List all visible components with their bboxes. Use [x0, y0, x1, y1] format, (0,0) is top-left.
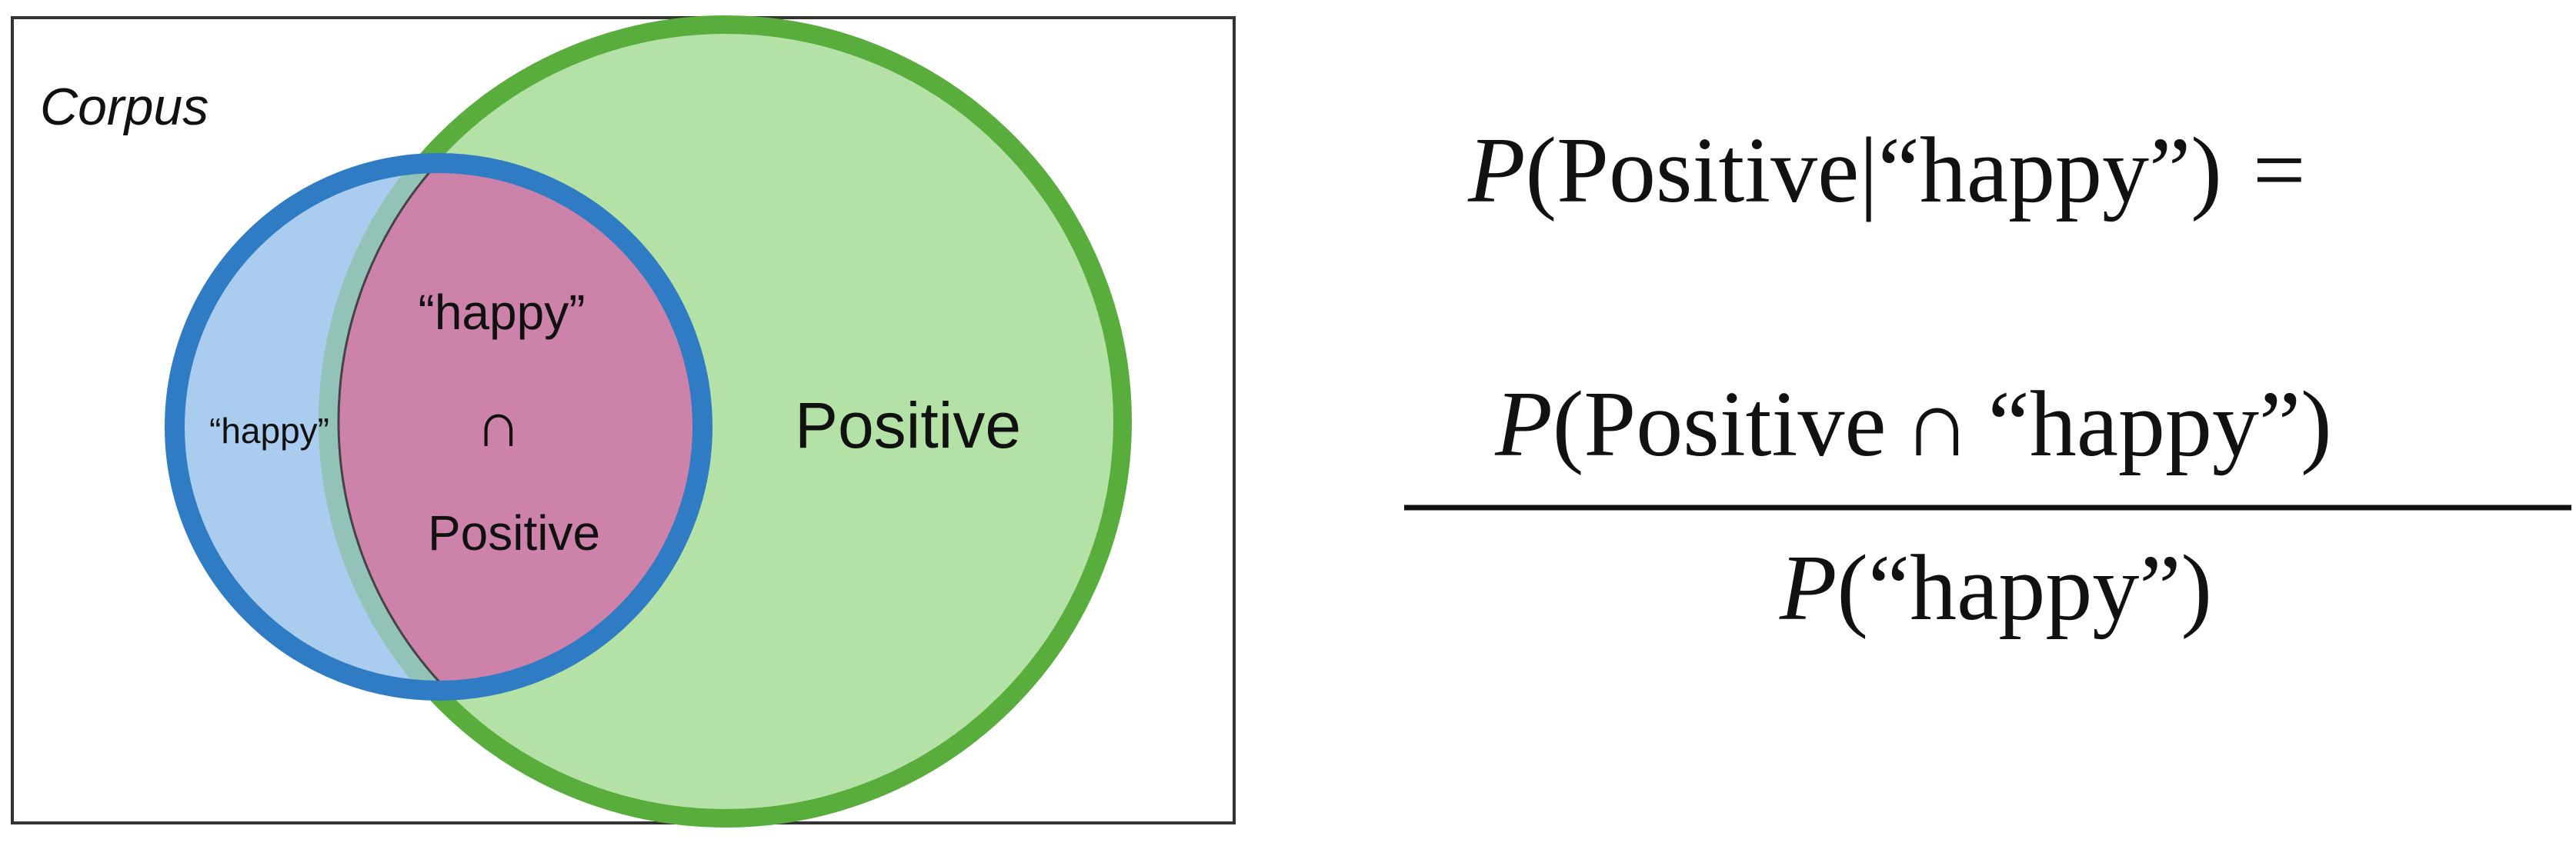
- formula-open-paren: (: [1526, 118, 1557, 222]
- intersection-bottom-label: Positive: [428, 505, 600, 561]
- happy-circle-ring: [165, 153, 712, 701]
- formula-close-paren: ): [2191, 118, 2222, 222]
- intersection-top-label: “happy”: [419, 285, 586, 340]
- denominator-close-paren: ): [2181, 536, 2212, 640]
- corpus-label: Corpus: [40, 78, 209, 136]
- positive-label: Positive: [795, 389, 1021, 461]
- intersection-region: [337, 163, 702, 691]
- intersection-symbol: ∩: [476, 390, 522, 460]
- formula-conditional: P(Positive|“happy”) =: [1467, 118, 2306, 222]
- formula-denominator: P(“happy”): [1779, 536, 2212, 640]
- numerator-event2: “happy”: [1988, 372, 2301, 476]
- formula-equals: =: [2253, 118, 2306, 222]
- numerator-close-paren: ): [2301, 372, 2332, 476]
- denominator-event: “happy”: [1868, 536, 2181, 640]
- formula-given: “happy”: [1878, 118, 2191, 222]
- denominator-p: P: [1779, 536, 1837, 640]
- overlap-band: [319, 163, 702, 691]
- formula-p: P: [1467, 118, 1526, 222]
- happy-only-label: “happy”: [209, 411, 329, 451]
- formula-numerator: P(Positive∩“happy”): [1494, 372, 2332, 476]
- formula-event: Positive: [1557, 118, 1859, 222]
- numerator-p: P: [1494, 372, 1553, 476]
- denominator-open-paren: (: [1837, 536, 1868, 640]
- numerator-open-paren: (: [1553, 372, 1584, 476]
- numerator-cap: ∩: [1904, 372, 1971, 476]
- formula-bar: |: [1859, 118, 1877, 222]
- numerator-event1: Positive: [1583, 372, 1886, 476]
